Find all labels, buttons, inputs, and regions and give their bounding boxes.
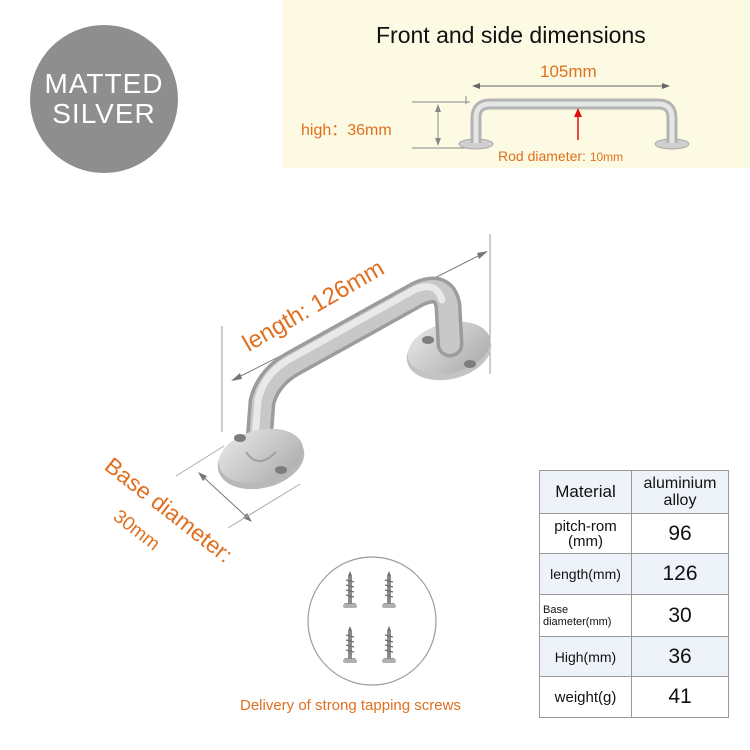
- spec-value: aluminium alloy: [631, 470, 729, 514]
- table-row: pitch-rom (mm) 96: [539, 513, 729, 554]
- screw-icon: [382, 626, 396, 663]
- base-diameter-arrow: [175, 445, 301, 529]
- rod-diameter-label-text: Rod diameter: [498, 148, 583, 164]
- finish-badge: MATTED SILVER: [30, 25, 178, 173]
- table-row: length(mm) 126: [539, 553, 729, 595]
- spec-key: pitch-rom (mm): [539, 513, 632, 554]
- rod-diameter-label: Rod diameter: 10mm: [498, 148, 624, 164]
- handle-rod: [244, 276, 464, 468]
- width-dimension-arrow: [465, 83, 670, 104]
- spec-value: 30: [631, 594, 729, 637]
- spec-table: Material aluminium alloy pitch-rom (mm) …: [539, 470, 729, 718]
- finish-badge-line2: SILVER: [52, 98, 156, 129]
- screws-illustration: [307, 556, 437, 686]
- spec-key: weight(g): [539, 676, 632, 718]
- rod-diameter-value: 10mm: [589, 150, 624, 164]
- screws-caption: Delivery of strong tapping screws: [240, 697, 461, 714]
- screw-icon: [343, 571, 357, 608]
- table-row: High(mm) 36: [539, 636, 729, 677]
- handle-front-base: [217, 428, 305, 490]
- spec-value: 126: [631, 553, 729, 595]
- dimensions-panel-title: Front and side dimensions: [376, 22, 646, 48]
- height-dimension-arrow: [412, 101, 470, 149]
- spec-value: 96: [631, 513, 729, 554]
- spec-key: High(mm): [539, 636, 632, 677]
- table-row: Material aluminium alloy: [539, 470, 729, 514]
- table-row: weight(g) 41: [539, 676, 729, 718]
- screw-icon: [382, 571, 396, 608]
- front-view-drawing: [412, 83, 690, 150]
- spec-key: length(mm): [539, 553, 632, 595]
- spec-key: Base diameter(mm): [539, 594, 632, 637]
- rod-diameter-arrow: [574, 108, 582, 140]
- spec-value: 36: [631, 636, 729, 677]
- finish-badge-line1: MATTED: [44, 68, 164, 99]
- handle-front-view: [458, 98, 690, 150]
- width-label: 105mm: [540, 62, 597, 81]
- spec-value: 41: [631, 676, 729, 718]
- spec-key: Material: [539, 470, 632, 514]
- high-label: high：36mm: [301, 122, 392, 139]
- screw-icon: [343, 626, 357, 663]
- table-row: Base diameter(mm) 30: [539, 594, 729, 637]
